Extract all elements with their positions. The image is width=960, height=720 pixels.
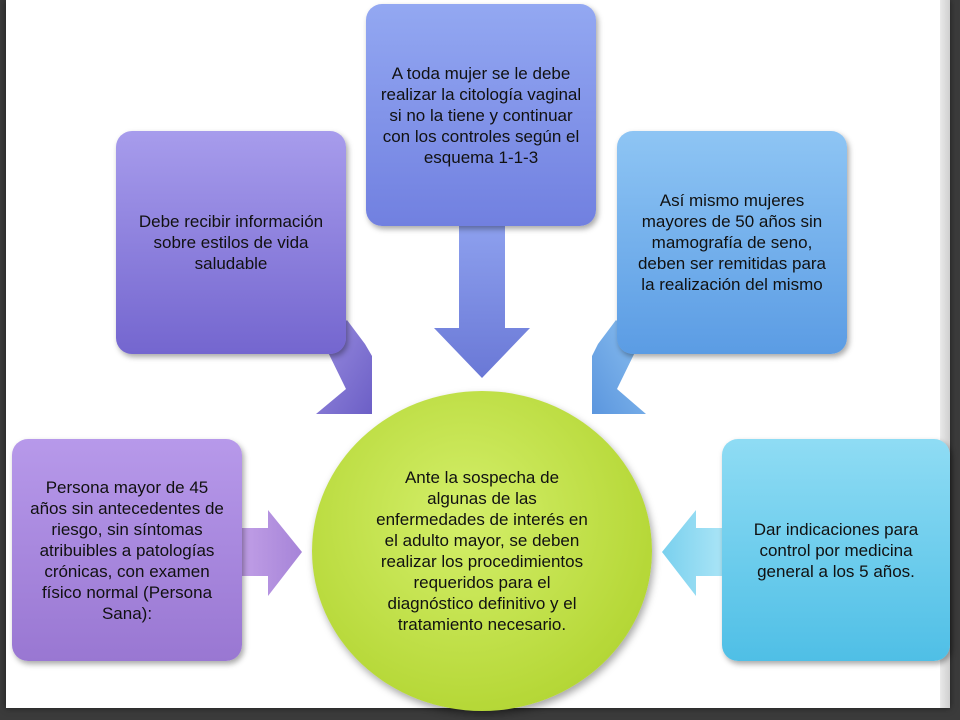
node-right: Dar indicaciones para control por medici… <box>722 439 950 661</box>
arrow-right <box>242 510 302 596</box>
node-top-right-text: Así mismo mujeres mayores de 50 años sin… <box>637 191 827 294</box>
node-top-left-text: Debe recibir información sobre estilos d… <box>138 212 324 273</box>
arrow-down <box>434 225 530 378</box>
center-circle: Ante la sospecha de algunas de las enfer… <box>312 391 652 711</box>
node-top-center-text: A toda mujer se le debe realizar la cito… <box>380 63 582 167</box>
node-left-text: Persona mayor de 45 años sin antecedente… <box>30 477 224 623</box>
arrow-left <box>662 510 722 596</box>
node-right-text: Dar indicaciones para control por medici… <box>753 519 919 581</box>
node-top-left: Debe recibir información sobre estilos d… <box>116 131 346 354</box>
node-top-right: Así mismo mujeres mayores de 50 años sin… <box>617 131 847 354</box>
panel-edge <box>940 0 950 708</box>
center-text: Ante la sospecha de algunas de las enfer… <box>376 468 588 634</box>
node-top-center: A toda mujer se le debe realizar la cito… <box>366 4 596 226</box>
node-left: Persona mayor de 45 años sin antecedente… <box>12 439 242 661</box>
